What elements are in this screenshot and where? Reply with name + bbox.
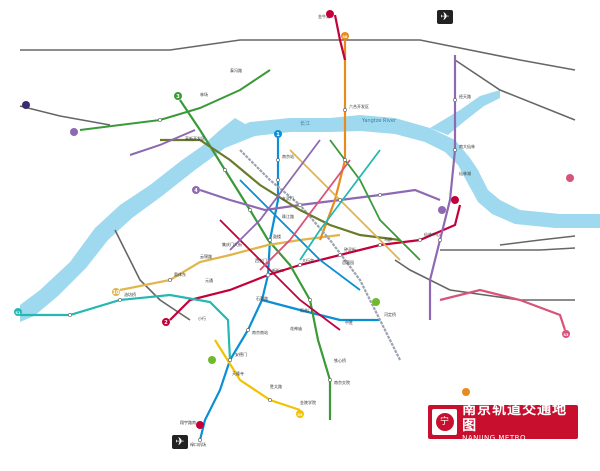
river-branch [430, 90, 500, 135]
south-airport-icon: ✈ [172, 435, 188, 449]
line-badge: 3 [174, 92, 182, 100]
svg-text:4: 4 [194, 188, 198, 194]
metro-logo-icon: 宁 [435, 413, 454, 431]
line-badge: S3 [562, 330, 570, 338]
yangtze-river [20, 115, 600, 322]
station-label: 马群 [384, 236, 392, 242]
station-label: 花神庙 [290, 325, 302, 331]
station-label: 翔宇路南 [180, 419, 196, 425]
line-badge: S8 [341, 32, 349, 40]
station-label: 珠江路 [282, 213, 294, 219]
line-badge: 4 [192, 186, 200, 194]
title-text: 南京轨道交通地图 NANJING METRO [462, 402, 578, 443]
station-label: 西安门 [255, 257, 267, 263]
station-label: 禄口机场 [190, 441, 206, 447]
metro-line-1-branch [261, 298, 380, 322]
station-label: 元通 [205, 277, 213, 283]
metro-line-s8-north [333, 14, 347, 61]
station-label: 集庆门大街 [222, 241, 242, 247]
svg-text:2: 2 [164, 320, 168, 326]
svg-text:1: 1 [276, 132, 280, 138]
svg-text:S1: S1 [16, 311, 22, 315]
station-label: 金陵学院 [300, 399, 316, 405]
station-label: 泰冯路 [230, 67, 242, 73]
station-label: 南京南站 [252, 329, 268, 335]
station-label: 经天路 [459, 93, 471, 99]
station-labels: 林场 泰冯路 高新开发区 南京站 新街口 大行宫 鼓楼 珠江路 玄武门 南京南站… [124, 13, 475, 447]
river-label-cn: 长江 [300, 120, 310, 127]
downtown-lines [219, 139, 421, 331]
station-label: 六合开发区 [349, 103, 369, 109]
station-label: 小行 [198, 315, 206, 321]
station-label: 林场 [200, 91, 208, 97]
metro-line-4 [199, 188, 441, 212]
river-label: Yangtze River [361, 118, 397, 124]
line-badge: S9 [296, 410, 304, 418]
metro-line-3 [179, 99, 332, 420]
line-badge: S1 [14, 308, 22, 316]
station-label: 安德门 [235, 351, 247, 357]
metro-line-s9 [214, 339, 301, 412]
metro-line-5 [239, 149, 401, 361]
station-label: 南大仙林 [459, 143, 475, 149]
map-title-box: 宁 南京轨道交通地图 NANJING METRO [428, 402, 578, 442]
metro-line-s1 [20, 293, 232, 361]
extra-badges [22, 10, 574, 429]
metro-line-west-2 [129, 129, 196, 156]
metro-line-1 [198, 138, 280, 441]
line-badge: 2 [162, 318, 170, 326]
map-title-en: NANJING METRO [462, 433, 526, 442]
metro-line-s3 [439, 288, 567, 331]
station-label: 奥体东 [174, 271, 186, 277]
svg-text:3: 3 [176, 94, 180, 100]
station-label: 苜蓿园 [342, 259, 354, 265]
station-label: 鼓楼 [273, 233, 281, 239]
svg-text:S3: S3 [564, 333, 570, 337]
station-label: 雨花门 [300, 307, 312, 313]
station-label: 石鼓路 [256, 295, 268, 301]
station-label: 高新开发区 [185, 135, 205, 141]
station-label: 南京交院 [334, 379, 350, 385]
station-label: 胜太路 [270, 383, 282, 389]
station-label: 河定桥 [384, 311, 396, 317]
metro-logo: 宁 [432, 409, 458, 435]
svg-text:S9: S9 [298, 413, 304, 417]
station-dots [68, 98, 457, 442]
station-label: 油坊桥 [124, 291, 136, 297]
north-airport-icon: ✈ [437, 10, 453, 24]
map-title-cn: 南京轨道交通地图 [462, 401, 568, 434]
station-label: 钟灵街 [344, 246, 356, 252]
station-label: 南京站 [282, 153, 294, 159]
station-label: 云锦路 [200, 253, 212, 259]
intercity-lines [19, 39, 576, 321]
line-badge: 10 [112, 288, 120, 296]
metro-line-west [79, 69, 271, 131]
station-label: 天隆寺 [232, 370, 244, 376]
station-label: 大行宫 [302, 257, 314, 263]
station-label: 铁心桥 [334, 357, 346, 363]
metro-line-northeast [428, 55, 457, 320]
station-label: 金牛湖 [318, 13, 330, 19]
line-badges: 1 2 3 4 10 S1 S3 S8 S9 [14, 32, 570, 418]
svg-text:10: 10 [113, 290, 120, 296]
station-label: 新街口 [272, 267, 284, 273]
metro-line-7 [160, 138, 401, 242]
station-label: 中胜 [345, 319, 353, 325]
svg-text:S8: S8 [343, 35, 349, 39]
station-label: 仙林湖 [459, 170, 471, 176]
station-label: 玄武门 [282, 195, 294, 201]
station-label: 仙林中心 [424, 231, 440, 237]
metro-line-s8 [318, 40, 347, 241]
line-badge: 1 [274, 130, 282, 138]
